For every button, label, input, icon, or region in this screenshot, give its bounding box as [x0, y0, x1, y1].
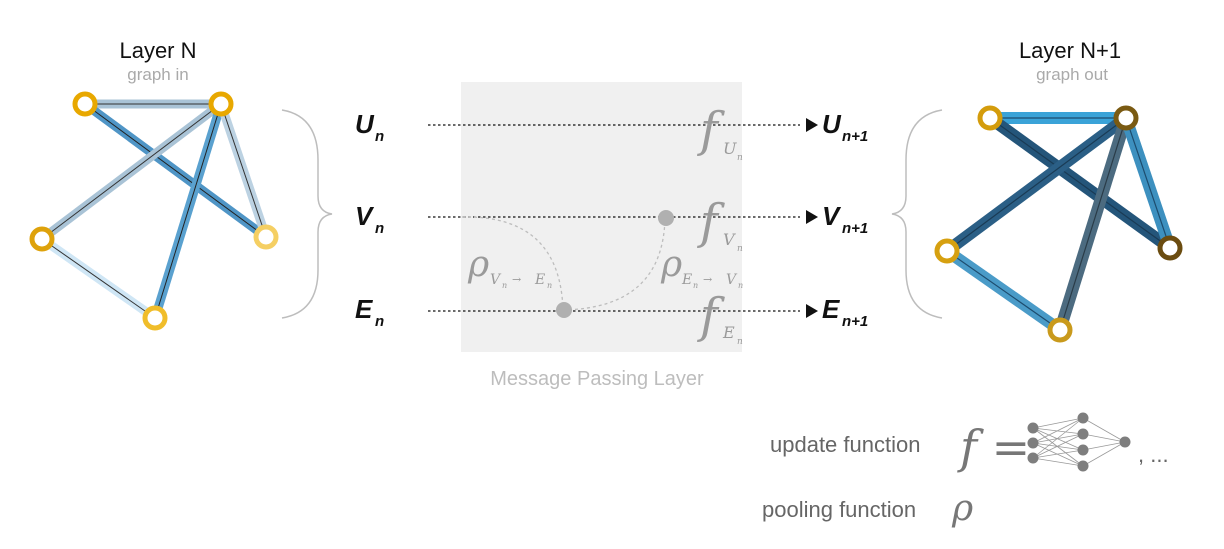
graph-in-edge [150, 102, 226, 320]
input-u: U n [355, 109, 384, 145]
graph-in-edges [39, 99, 271, 322]
pooling-node-e [556, 302, 572, 318]
graph-out-node [1047, 317, 1073, 343]
graph-out-edge [986, 113, 1174, 253]
arrowhead-v [806, 210, 818, 224]
pooling-path-v-to-e [461, 216, 564, 311]
output-e-base: E [822, 294, 840, 324]
rho-e-to-v-symbol: ρ [660, 244, 682, 285]
legend-update-label: update function [770, 432, 920, 457]
graph-out-edges [943, 112, 1176, 335]
graph-in: Layer N graph in [29, 38, 279, 331]
graph-in-node [142, 305, 168, 331]
legend-pooling-symbol: ρ [951, 488, 973, 529]
output-u-base: U [822, 109, 842, 139]
f-u-sub: U [723, 139, 737, 158]
f-v-sub-n: n [737, 244, 743, 254]
rho-v-to-e-arrow: → [512, 273, 521, 286]
graph-out-subtitle: graph out [1036, 65, 1108, 84]
graph-out-edge [1054, 116, 1132, 332]
input-u-sub: n [375, 128, 384, 145]
graph-out-edge [943, 113, 1130, 256]
f-e-sub: E [722, 323, 735, 342]
output-e: E n+1 [822, 294, 868, 330]
rho-e-to-v-to-sub: n [738, 281, 743, 290]
input-u-base: U [355, 109, 375, 139]
f-e-sub-n: n [737, 337, 743, 347]
graph-out-nodes [934, 105, 1183, 343]
graph-in-node [253, 224, 279, 250]
graph-out-node [1113, 105, 1139, 131]
legend-update-tail: , ... [1138, 442, 1169, 467]
input-v-sub: n [375, 220, 384, 237]
legend-update: update function f = [770, 412, 1169, 474]
input-v: V n [355, 201, 384, 237]
pooling-node-v [658, 210, 674, 226]
f-u-sub-n: n [737, 153, 743, 163]
left-brace [281, 109, 333, 319]
rho-e-to-v: ρ E n → V n [660, 244, 743, 290]
graph-in-node [208, 91, 234, 117]
rho-v-to-e-symbol: ρ [467, 244, 489, 285]
graph-out-title: Layer N+1 [1019, 38, 1121, 63]
rho-e-to-v-arrow: → [703, 273, 712, 286]
graph-out-node [977, 105, 1003, 131]
rho-e-to-v-to: V [726, 272, 738, 288]
graph-in-subtitle: graph in [127, 65, 188, 84]
rho-v-to-e-from-sub: n [502, 281, 507, 290]
graph-in-nodes [29, 91, 279, 331]
input-e-base: E [355, 294, 373, 324]
output-v-base: V [822, 201, 842, 231]
arrowhead-u [806, 118, 818, 132]
graph-in-title: Layer N [119, 38, 196, 63]
rho-e-to-v-from-sub: n [693, 281, 698, 290]
graph-in-edge [39, 235, 158, 322]
input-e-sub: n [375, 313, 384, 330]
pooling-paths [461, 210, 674, 318]
arrowhead-e [806, 304, 818, 318]
graph-in-edge [39, 100, 224, 243]
graph-out-node [934, 238, 960, 264]
graph-out-edge [1120, 116, 1176, 250]
legend-update-symbol: f = [957, 420, 1030, 474]
mlp-icon [1027, 412, 1131, 472]
flow-lines [428, 118, 818, 318]
layer-label: Message Passing Layer [490, 368, 704, 390]
graph-out: Layer N+1 graph out [934, 38, 1183, 343]
output-v-sub: n+1 [842, 220, 868, 237]
rho-v-to-e: ρ V n → E n [467, 244, 552, 290]
output-e-sub: n+1 [842, 313, 868, 330]
rho-v-to-e-to: E [534, 272, 545, 288]
right-brace [891, 109, 943, 319]
graph-out-node [1157, 235, 1183, 261]
output-u: U n+1 [822, 109, 868, 145]
rho-v-to-e-to-sub: n [547, 281, 552, 290]
rho-v-to-e-from: V [490, 272, 502, 288]
legend-pooling-label: pooling function [762, 497, 916, 522]
graph-in-node [72, 91, 98, 117]
rho-e-to-v-from: E [681, 272, 692, 288]
input-v-base: V [355, 201, 375, 231]
graph-in-node [29, 226, 55, 252]
graph-in-edge [216, 102, 271, 239]
output-v: V n+1 [822, 201, 868, 237]
legend-pooling: pooling function ρ [762, 488, 973, 529]
input-e: E n [355, 294, 384, 330]
graph-out-edge [943, 246, 1064, 335]
graph-in-edge [82, 100, 269, 241]
output-u-sub: n+1 [842, 128, 868, 145]
f-v-sub: V [723, 230, 736, 249]
pooling-path-e-to-v [562, 217, 666, 311]
